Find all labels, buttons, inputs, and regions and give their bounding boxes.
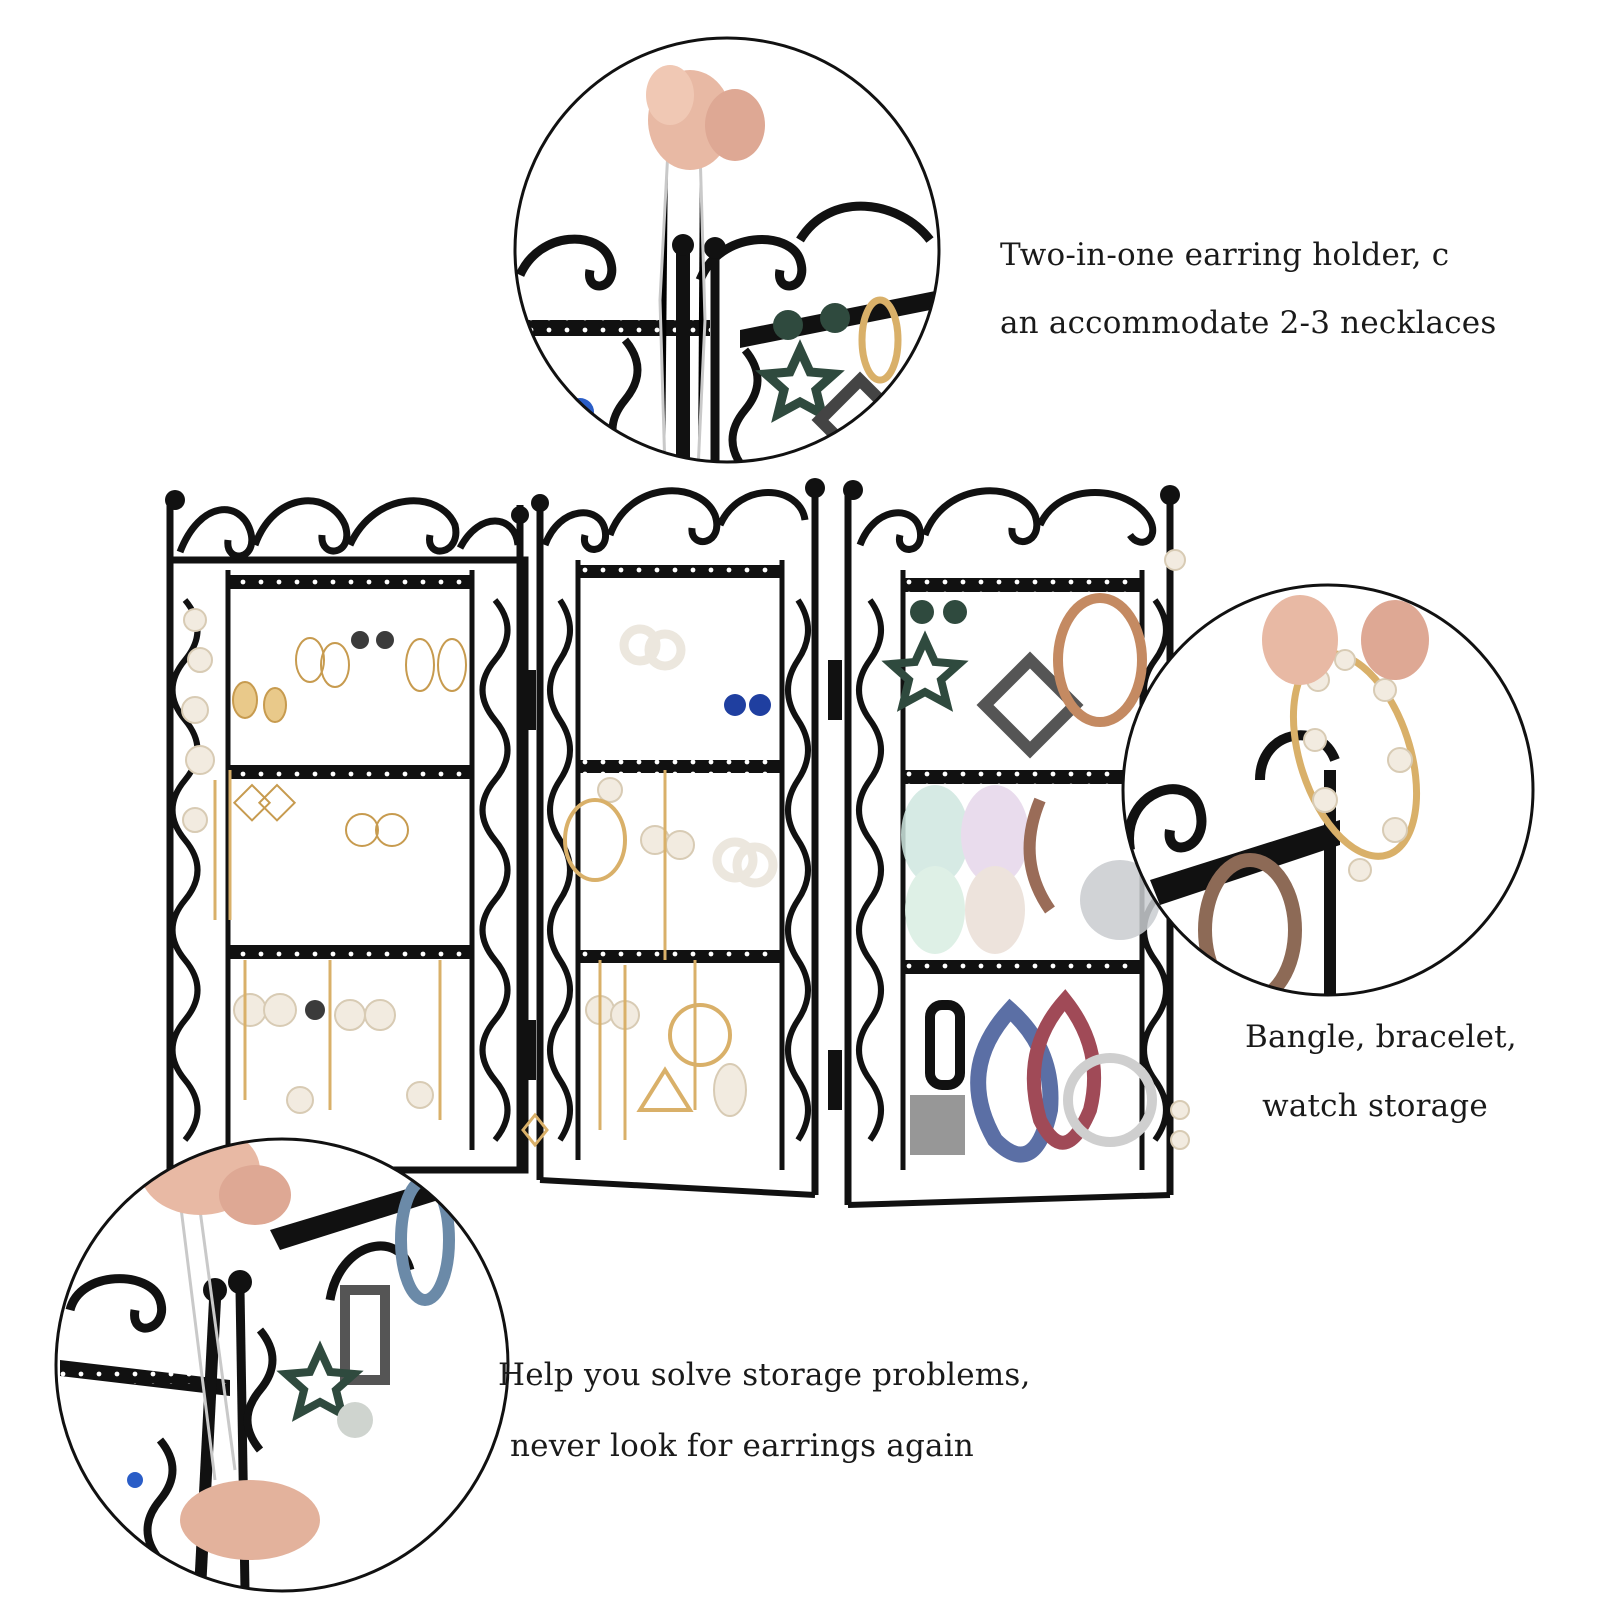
caption-line: never look for earrings again	[510, 1428, 974, 1464]
panel-left	[165, 490, 529, 1174]
caption-necklace: Two-in-one earring holder, c an accommod…	[1000, 240, 1496, 339]
caption-line: Bangle, bracelet,	[1245, 1019, 1517, 1055]
caption-line: Help you solve storage problems,	[498, 1357, 1031, 1393]
caption-line: an accommodate 2-3 necklaces	[1000, 305, 1497, 341]
hinges	[522, 660, 842, 1110]
caption-line: watch storage	[1262, 1088, 1488, 1124]
inset-bracelet-photo	[1121, 583, 1535, 997]
caption-bracelet: Bangle, bracelet, watch storage	[1245, 1019, 1517, 1124]
inset-storage-photo	[54, 1137, 510, 1593]
inset-necklace-photo	[513, 36, 941, 464]
caption-storage: Help you solve storage problems, never l…	[498, 1360, 1031, 1462]
jewelry-screen	[165, 478, 1190, 1208]
panel-middle	[521, 478, 825, 1198]
caption-line: Two-in-one earring holder, c	[1000, 237, 1450, 273]
